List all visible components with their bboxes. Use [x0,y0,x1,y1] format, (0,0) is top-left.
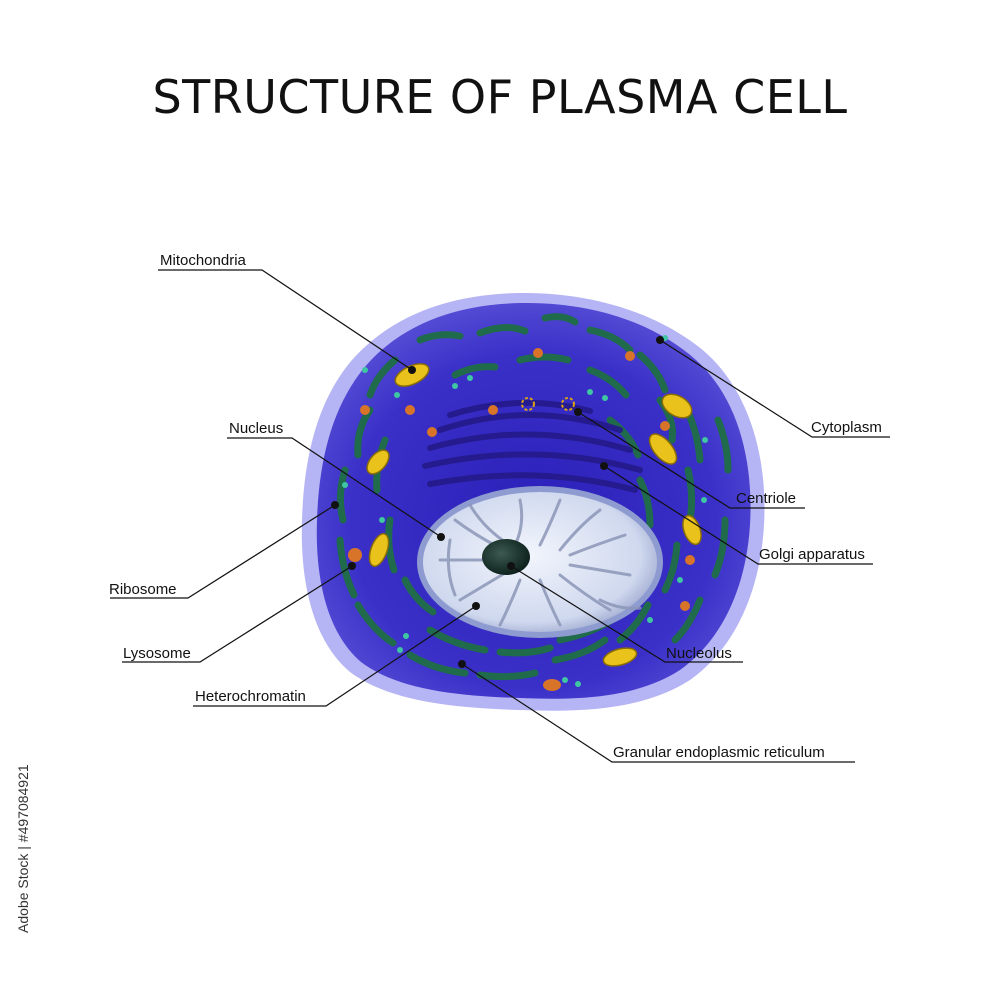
lysosome-group [348,348,695,691]
lysosome [405,405,415,415]
mitochondrion [661,393,693,419]
centrioles [521,397,575,411]
mitochondrion [366,449,390,475]
mitochondrion [648,433,678,465]
mitochondria-group [366,363,702,667]
stock-watermark: Adobe Stock | #497084921 [15,765,31,933]
lysosome [360,405,370,415]
label-lysosome: Lysosome [123,645,191,662]
label-nucleolus: Nucleolus [666,645,732,662]
nucleoplasm [423,492,657,632]
nucleus [417,486,663,638]
lysosome [348,548,362,562]
lysosome [427,427,437,437]
leader-lines [110,269,890,763]
lysosome [685,555,695,565]
labels: Mitochondria Nucleus Ribosome Lysosome H… [109,252,882,761]
label-granular-er: Granular endoplasmic reticulum [613,744,825,761]
lysosome [625,351,635,361]
label-ribosome: Ribosome [109,581,177,598]
centriole [561,397,575,411]
label-cytoplasm: Cytoplasm [811,419,882,436]
mitochondrion [602,647,638,667]
centriole [521,397,535,411]
lysosome [660,421,670,431]
ribosome-group [331,335,708,687]
diagram-title: STRUCTURE OF PLASMA CELL [152,70,848,124]
label-heterochromatin: Heterochromatin [195,688,306,705]
stock-id-text: Adobe Stock | #497084921 [15,765,31,933]
label-golgi-apparatus: Golgi apparatus [759,546,865,563]
label-centriole: Centriole [736,490,796,507]
nucleolus-body [482,539,530,575]
label-mitochondria: Mitochondria [160,252,247,269]
lysosome [680,601,690,611]
label-nucleus: Nucleus [229,420,283,437]
leader-dots [331,336,664,668]
lysosome [543,679,561,691]
lysosome [533,348,543,358]
golgi-apparatus [422,399,643,493]
lysosome [488,405,498,415]
mitochondrion [368,533,390,567]
